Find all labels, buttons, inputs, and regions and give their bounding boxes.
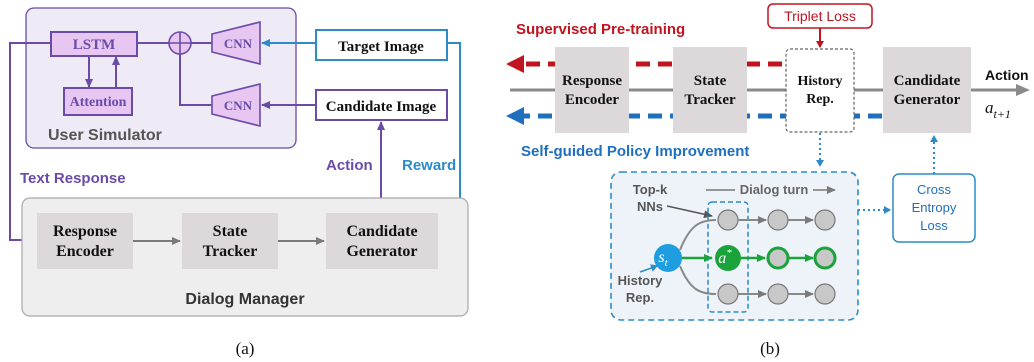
panel-b: Triplet Loss Supervised Pre-training Res… — [506, 3, 1030, 358]
candidate-generator-label-1: Candidate — [346, 223, 417, 240]
panel-a: LSTM Attention CNN CNN User Simulator Ta… — [9, 7, 469, 358]
b-action-symbol: at+1 — [985, 98, 1011, 121]
best-action-label: a* — [718, 247, 732, 267]
cross-entropy-label-1: Cross — [917, 182, 951, 197]
cnn-top-label: CNN — [224, 36, 253, 51]
text-response-label: Text Response — [20, 170, 126, 187]
target-image-label: Target Image — [338, 39, 424, 55]
attention-box — [63, 87, 133, 116]
cnn-top-shape — [211, 20, 261, 66]
supervised-arrowhead — [506, 55, 524, 73]
main-flow-arrowhead — [1016, 84, 1030, 96]
history-rep-pointer — [639, 264, 658, 273]
action-label-a: Action — [326, 157, 373, 174]
tree-node — [767, 209, 789, 231]
b-candidate-generator-box — [883, 47, 971, 133]
dialog-manager-title: Dialog Manager — [185, 291, 304, 308]
tree-node — [814, 209, 836, 231]
self-guided-label: Self-guided Policy Improvement — [521, 143, 749, 160]
response-encoder-label-1: Response — [53, 223, 117, 240]
tree-edge-top — [679, 219, 717, 251]
triplet-loss-label: Triplet Loss — [784, 8, 856, 24]
state-tracker-label-1: State — [213, 223, 248, 240]
tree-edge-bottom — [679, 265, 717, 295]
cnn-bottom-label: CNN — [224, 98, 253, 113]
b-response-encoder-label-2: Encoder — [565, 92, 620, 108]
tree-node — [717, 209, 739, 231]
tree-node — [814, 283, 836, 305]
b-history-rep-box — [785, 48, 855, 133]
cnn-bottom-to-plus — [179, 54, 212, 106]
state-node — [654, 244, 682, 272]
b-action-subscript: t+1 — [994, 107, 1011, 121]
best-action-node — [715, 245, 741, 271]
supervised-label: Supervised Pre-training — [516, 21, 685, 38]
candidate-generator-label-2: Generator — [346, 243, 417, 260]
selfguided-arrowhead — [506, 107, 524, 125]
topk-pointer — [666, 205, 713, 219]
b-candidate-generator-label-1: Candidate — [894, 73, 961, 89]
topk-label-1: Top-k — [633, 182, 668, 197]
cnn-bottom-shape — [211, 82, 261, 128]
b-candidate-generator-label-2: Generator — [894, 92, 961, 108]
candidate-image-label: Candidate Image — [326, 99, 437, 115]
state-tracker-label-2: Tracker — [203, 243, 258, 260]
policy-subpanel — [610, 171, 859, 321]
b-response-encoder-label-1: Response — [562, 73, 622, 89]
cross-entropy-label-3: Loss — [920, 218, 948, 233]
tree-node-green — [766, 246, 790, 270]
caption-b: (b) — [760, 339, 780, 358]
b-state-tracker-label-2: Tracker — [684, 92, 736, 108]
candidate-generator-box — [326, 213, 438, 269]
history-rep-small-label-1: History — [618, 273, 664, 288]
tree-node-green — [813, 246, 837, 270]
history-rep-small-label-2: Rep. — [626, 290, 654, 305]
dialog-turn-label: Dialog turn — [740, 182, 809, 197]
user-simulator-title: User Simulator — [48, 127, 162, 144]
response-encoder-box — [37, 213, 133, 269]
reward-label: Reward — [402, 157, 456, 174]
lstm-box — [50, 31, 138, 57]
b-history-rep-label-1: History — [797, 74, 842, 89]
response-encoder-label-2: Encoder — [56, 243, 114, 260]
b-history-rep-label-2: Rep. — [806, 92, 834, 107]
lstm-label: LSTM — [73, 37, 116, 53]
b-state-tracker-box — [673, 47, 747, 133]
b-state-tracker-label-1: State — [694, 73, 727, 89]
b-action-label: Action — [985, 67, 1029, 83]
target-image-box — [315, 29, 448, 61]
topk-label-2: NNs — [637, 199, 663, 214]
attention-label: Attention — [70, 95, 127, 110]
state-node-label: st — [658, 249, 668, 269]
cross-entropy-label-2: Entropy — [912, 200, 957, 215]
caption-a: (a) — [236, 339, 255, 358]
candidate-image-box — [315, 89, 448, 121]
b-response-encoder-box — [555, 47, 629, 133]
tree-node — [767, 283, 789, 305]
state-tracker-box — [182, 213, 278, 269]
tree-node — [717, 283, 739, 305]
state-node-subscript: t — [665, 257, 669, 269]
best-action-superscript: * — [726, 247, 732, 259]
